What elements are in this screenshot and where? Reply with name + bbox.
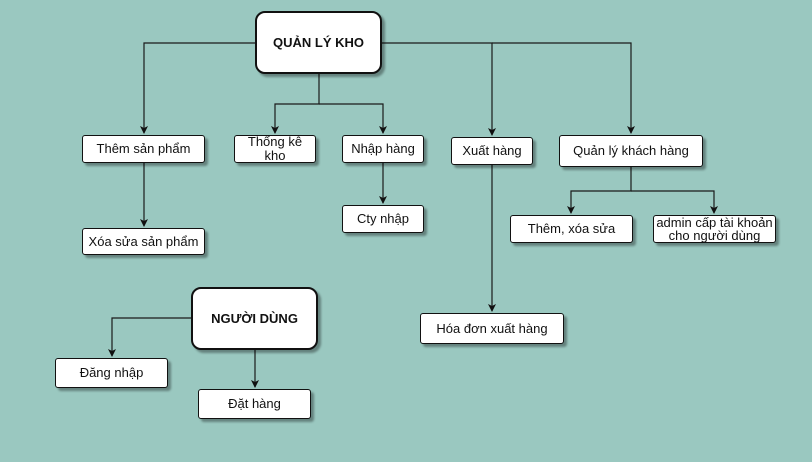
node-hoa-don-xuat-hang-label: Hóa đơn xuất hàng (436, 320, 548, 336)
edge-kho-to-thong-ke-kho (271, 74, 320, 134)
node-nguoi-dung[interactable]: NGƯỜI DÙNG (191, 287, 318, 350)
node-nguoi-dung-label: NGƯỜI DÙNG (211, 310, 298, 326)
node-admin-cap-tai-khoan[interactable]: admin cấp tài khoản cho người dùng (653, 215, 776, 243)
edge-nguoi-dung-to-dang-nhap (108, 317, 191, 357)
node-nhap-hang[interactable]: Nhập hàng (342, 135, 424, 163)
node-them-san-pham-label: Thêm sản phẩm (96, 141, 191, 156)
node-them-san-pham[interactable]: Thêm sản phẩm (82, 135, 205, 163)
node-xoa-sua-san-pham[interactable]: Xóa sửa sản phẩm (82, 228, 205, 255)
node-admin-cap-tai-khoan-label: admin cấp tài khoản cho người dùng (656, 215, 773, 243)
node-dat-hang[interactable]: Đặt hàng (198, 389, 311, 419)
node-quan-ly-khach-hang-label: Quản lý khách hàng (573, 143, 689, 158)
node-quan-ly-khach-hang[interactable]: Quản lý khách hàng (559, 135, 703, 167)
node-thong-ke-kho-label: Thống kê kho (247, 134, 303, 163)
node-them-xoa-sua[interactable]: Thêm, xóa sửa (510, 215, 633, 243)
node-xuat-hang-label: Xuất hàng (462, 143, 522, 158)
node-xoa-sua-san-pham-label: Xóa sửa sản phẩm (88, 233, 199, 249)
node-dat-hang-label: Đặt hàng (228, 396, 281, 411)
edge-khach-hang-to-admin (631, 190, 718, 214)
node-cty-nhap-label: Cty nhập (356, 211, 410, 226)
node-dang-nhap-label: Đăng nhập (79, 365, 144, 380)
node-quan-ly-kho-label: QUẢN LÝ KHO (273, 34, 364, 50)
node-cty-nhap[interactable]: Cty nhập (342, 205, 424, 233)
node-nhap-hang-label: Nhập hàng (351, 141, 415, 156)
edge-kho-to-nhap-hang (319, 103, 387, 134)
node-them-xoa-sua-label: Thêm, xóa sửa (527, 221, 616, 236)
node-quan-ly-kho[interactable]: QUẢN LÝ KHO (255, 11, 382, 74)
node-thong-ke-kho[interactable]: Thống kê kho (234, 135, 316, 163)
edge-kho-to-quan-ly-khach-hang (492, 42, 635, 134)
node-dang-nhap[interactable]: Đăng nhập (55, 358, 168, 388)
edge-khach-hang-to-them-xoa-sua (567, 167, 632, 214)
node-xuat-hang[interactable]: Xuất hàng (451, 137, 533, 165)
edge-kho-to-xuat-hang (381, 42, 496, 136)
node-hoa-don-xuat-hang[interactable]: Hóa đơn xuất hàng (420, 313, 564, 344)
edge-kho-to-them-san-pham (140, 42, 256, 134)
